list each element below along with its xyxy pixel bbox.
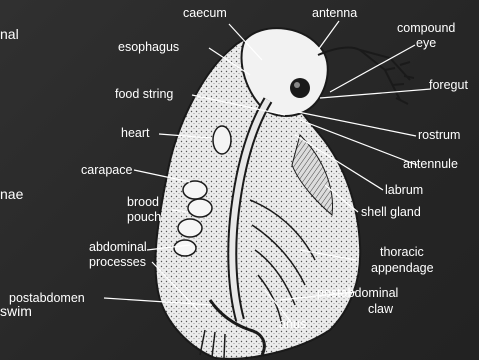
label-rostrum: rostrum — [418, 128, 460, 142]
label-food-string: food string — [115, 87, 173, 101]
label-carapace: carapace — [81, 163, 132, 177]
label-postabdominal-claw-line2: claw — [368, 302, 393, 316]
fragment-text-1: nal — [0, 26, 19, 42]
label-compound-eye-line2: eye — [416, 36, 436, 50]
label-abdominal-processes-line1: abdominal — [89, 240, 147, 254]
antenna-shape — [318, 48, 414, 104]
label-foregut: foregut — [429, 78, 468, 92]
label-antennule: antennule — [403, 157, 458, 171]
label-labrum: labrum — [385, 183, 423, 197]
label-shell-gland: shell gland — [361, 205, 421, 219]
label-anus: anus — [279, 317, 306, 331]
label-brood-pouch-line2: pouch — [127, 210, 161, 224]
label-compound-eye-line1: compound — [397, 21, 455, 35]
fragment-text-3: swim — [0, 303, 32, 319]
label-thoracic-appendage-line2: appendage — [371, 261, 434, 275]
fragment-text-2: nae — [0, 186, 23, 202]
heart-shape — [213, 126, 231, 154]
label-heart: heart — [121, 126, 150, 140]
label-brood-pouch-line1: brood — [127, 195, 159, 209]
compound-eye-shape — [290, 78, 310, 98]
label-esophagus: esophagus — [118, 40, 179, 54]
label-thoracic-appendage-line1: thoracic — [380, 245, 424, 259]
label-caecum: caecum — [183, 6, 227, 20]
label-postabdominal-claw-line1: postabdominal — [317, 286, 398, 300]
label-abdominal-processes-line2: processes — [89, 255, 146, 269]
label-antenna: antenna — [312, 6, 357, 20]
label-postabdomen: postabdomen — [9, 291, 85, 305]
